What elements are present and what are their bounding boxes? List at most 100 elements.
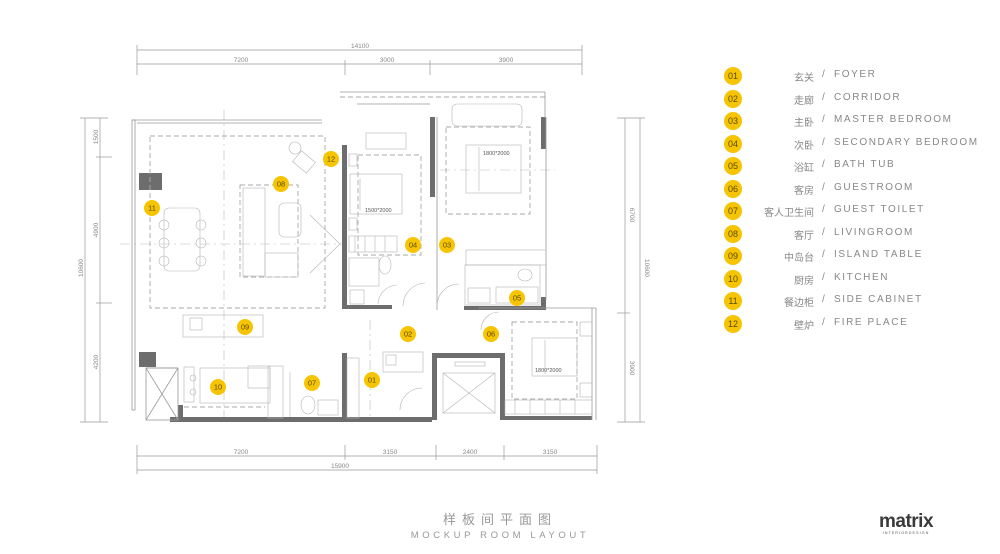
badge-01: 01 <box>364 372 380 388</box>
legend-cn: 客房 <box>794 185 814 197</box>
legend-separator: / <box>822 159 825 170</box>
svg-text:11: 11 <box>148 204 156 213</box>
legend-item: 08 客厅 / LIVINGROOM <box>724 224 994 243</box>
dim-right-1: 6700 <box>628 208 635 223</box>
bed-size-secondary: 1500*2000 <box>365 208 392 214</box>
badge-03: 03 <box>439 237 455 253</box>
svg-text:10: 10 <box>214 383 222 392</box>
svg-text:09: 09 <box>241 323 249 332</box>
legend-separator: / <box>822 181 825 193</box>
legend-badge: 06 <box>724 179 742 198</box>
svg-text:02: 02 <box>404 330 412 339</box>
dim-top-1: 7200 <box>234 57 249 64</box>
legend-separator: / <box>822 204 825 215</box>
badge-10: 10 <box>210 379 226 395</box>
svg-text:03: 03 <box>443 241 451 250</box>
legend-cn: 走廊 <box>794 95 814 107</box>
badge-09: 09 <box>237 319 253 335</box>
legend-cn: 客厅 <box>794 230 814 242</box>
dim-top-3: 3900 <box>499 57 514 64</box>
legend-badge: 11 <box>724 292 742 310</box>
bed-size-master: 1800*2000 <box>483 151 510 157</box>
legend-item: 05 浴缸 / BATH TUB <box>724 157 994 175</box>
legend-separator: / <box>822 294 825 305</box>
top-dimensions: 14100 7200 3000 3900 <box>136 43 583 75</box>
logo-tagline: INTERIORDESIGN <box>882 531 930 535</box>
legend-separator: / <box>822 226 825 238</box>
legend-cn: 厨房 <box>794 275 814 287</box>
right-dimensions: 6700 3900 10600 <box>617 117 650 423</box>
walls <box>131 91 597 422</box>
living-room-furniture <box>149 135 341 338</box>
dim-left-1: 1500 <box>93 129 100 144</box>
logo-wordmark: matrix <box>878 511 934 532</box>
svg-text:05: 05 <box>513 294 521 303</box>
dim-bottom-1: 7200 <box>234 449 249 456</box>
dim-left-3: 4200 <box>93 354 100 369</box>
legend-en: CORRIDOR <box>834 91 902 103</box>
legend-item: 07 客人卫生间 / GUEST TOILET <box>724 202 994 220</box>
legend-separator: / <box>822 249 825 260</box>
legend-separator: / <box>822 271 825 283</box>
legend-en: LIVINGROOM <box>834 226 914 238</box>
title-english: MOCKUP ROOM LAYOUT <box>410 530 590 541</box>
legend-separator: / <box>822 316 825 328</box>
legend-item: 02 走廊 / CORRIDOR <box>724 89 994 108</box>
legend-cn: 次卧 <box>794 140 814 152</box>
badge-08: 08 <box>273 176 289 192</box>
left-dimensions: 10600 1500 4900 4200 <box>78 117 112 423</box>
badge-02: 02 <box>400 326 416 342</box>
svg-text:08: 08 <box>277 180 285 189</box>
legend-cn: 玄关 <box>794 73 814 84</box>
dim-bottom-total: 15900 <box>331 463 349 470</box>
dim-top-total: 14100 <box>351 43 369 50</box>
bottom-dimensions: 7200 3150 2400 3150 15900 <box>136 445 598 474</box>
legend-badge: 08 <box>724 224 742 243</box>
svg-text:01: 01 <box>368 376 376 385</box>
legend-cn: 主卧 <box>794 118 814 129</box>
legend-en: MASTER BEDROOM <box>834 114 953 125</box>
guest-room-furniture: 1800*2000 <box>399 311 593 415</box>
dim-bottom-2: 3150 <box>383 449 398 456</box>
svg-text:07: 07 <box>308 379 316 388</box>
dim-top-2: 3000 <box>380 57 395 64</box>
svg-text:06: 06 <box>487 330 495 339</box>
legend-en: FIRE PLACE <box>834 316 909 328</box>
svg-text:04: 04 <box>409 241 417 250</box>
matrix-logo: matrix INTERIORDESIGN <box>868 512 944 536</box>
legend-badge: 01 <box>724 67 742 85</box>
legend-separator: / <box>822 69 825 80</box>
legend-en: SECONDARY BEDROOM <box>834 136 979 148</box>
legend-badge: 12 <box>724 314 742 333</box>
legend-item: 12 壁炉 / FIRE PLACE <box>724 314 994 333</box>
legend-cn: 客人卫生间 <box>764 208 814 219</box>
badge-07: 07 <box>304 375 320 391</box>
legend-badge: 05 <box>724 157 742 175</box>
legend-en: ISLAND TABLE <box>834 249 923 260</box>
legend-en: GUEST TOILET <box>834 204 925 215</box>
legend-cn: 浴缸 <box>794 163 814 174</box>
legend-badge: 10 <box>724 269 742 288</box>
legend-separator: / <box>822 91 825 103</box>
legend-badge: 07 <box>724 202 742 220</box>
badge-12: 12 <box>323 151 339 167</box>
legend-cn: 餐边柜 <box>784 298 814 309</box>
legend-badge: 03 <box>724 112 742 130</box>
dim-right-2: 3900 <box>628 361 635 376</box>
secondary-bedroom-furniture: 1500*2000 <box>348 132 426 307</box>
legend-badge: 04 <box>724 134 742 153</box>
room-badges: 01 02 03 04 05 06 07 08 09 10 11 12 <box>144 151 525 395</box>
badge-04: 04 <box>405 237 421 253</box>
dim-right-total: 10600 <box>643 259 650 277</box>
legend-cn: 壁炉 <box>794 320 814 332</box>
badge-06: 06 <box>483 326 499 342</box>
svg-text:12: 12 <box>327 155 335 164</box>
legend-badge: 02 <box>724 89 742 108</box>
legend-en: BATH TUB <box>834 159 896 170</box>
